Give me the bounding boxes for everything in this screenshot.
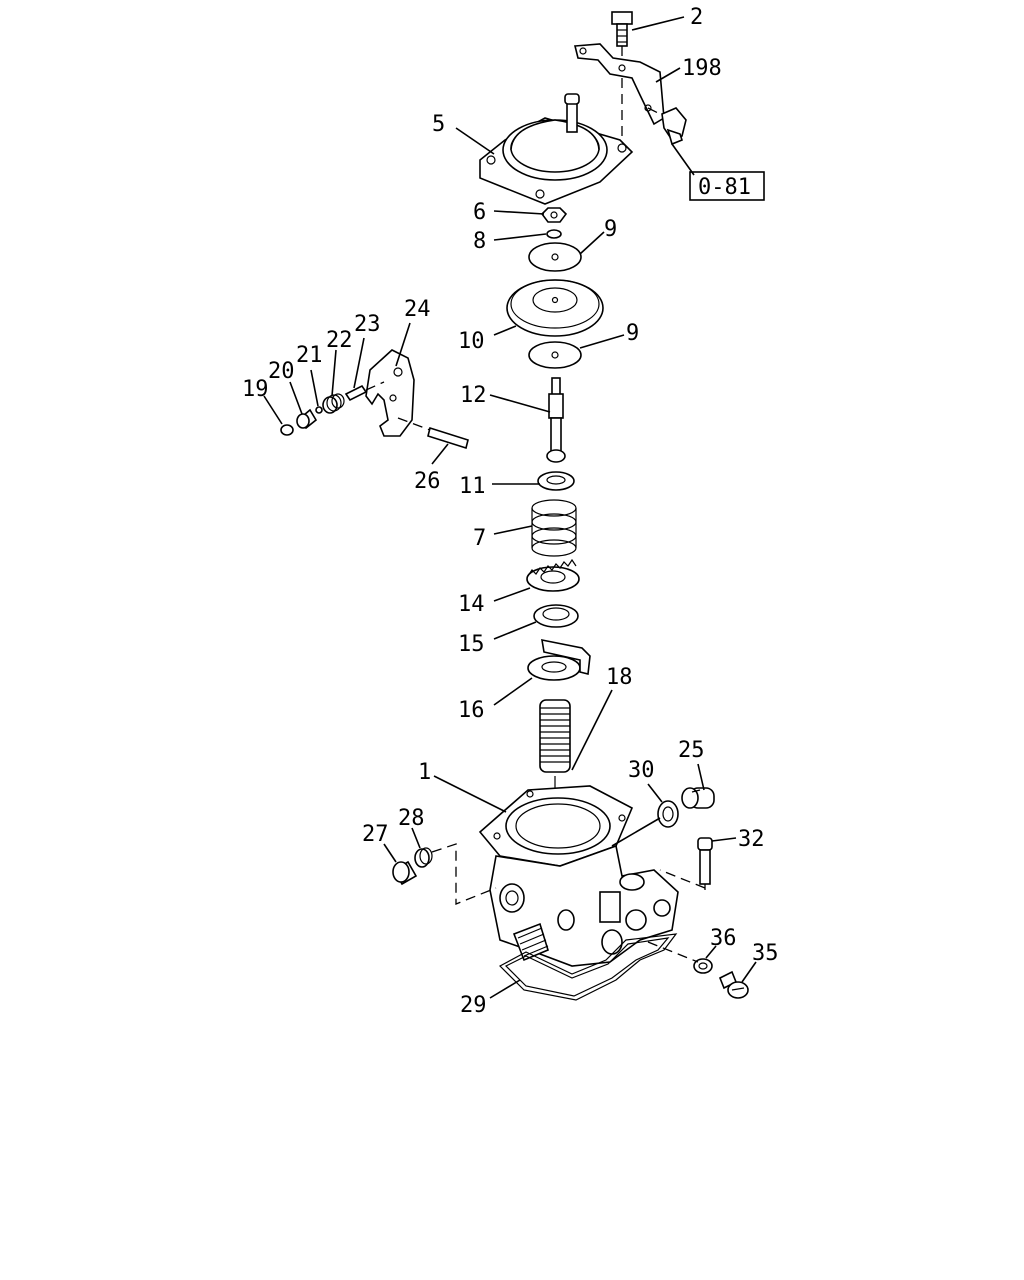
part-27-plug (392, 860, 418, 886)
part-18-bellows (539, 699, 571, 830)
part-11-ring (537, 471, 575, 491)
part-25-plug (681, 787, 715, 809)
callout-9b: 9 (626, 321, 639, 346)
part-29-gasket (499, 933, 678, 1001)
part-12-shaft (546, 377, 566, 463)
part-30-washer (657, 800, 679, 828)
part-9-plate-upper (528, 242, 582, 272)
callout-29: 29 (460, 993, 487, 1018)
part-15-bearing (533, 604, 579, 628)
callout-28: 28 (398, 806, 425, 831)
part-21-ball (315, 406, 323, 414)
callout-198: 198 (682, 56, 722, 81)
part-20-cap (296, 408, 318, 430)
callout-20: 20 (268, 359, 295, 384)
callout-23: 23 (354, 312, 381, 337)
callout-24: 24 (404, 297, 431, 322)
part-14-gear (526, 558, 580, 592)
leader-lines (263, 16, 757, 999)
callout-32: 32 (738, 827, 765, 852)
callout-26: 26 (414, 469, 441, 494)
callout-21: 21 (296, 343, 323, 368)
callout-8: 8 (473, 229, 486, 254)
part-36-washer (693, 958, 713, 974)
callout-12: 12 (460, 383, 487, 408)
part-1-housing (478, 785, 679, 967)
part-28-seal (414, 847, 433, 868)
callout-15: 15 (458, 632, 485, 657)
callout-5: 5 (432, 112, 445, 137)
callout-14: 14 (458, 592, 485, 617)
callout-2: 2 (690, 5, 703, 30)
part-6-nut (540, 207, 568, 223)
callout-1: 1 (418, 760, 431, 785)
part-8-washer (546, 229, 562, 239)
part-24-lever (365, 349, 415, 437)
callout-18: 18 (606, 665, 633, 690)
callout-6: 6 (473, 200, 486, 225)
callout-labels: 2 198 5 6 8 9 10 9 24 23 22 21 20 19 12 … (242, 5, 779, 1018)
part-2-bolt (611, 11, 633, 140)
part-23-plunger (344, 384, 368, 402)
part-5-diaphragm-cover (479, 93, 634, 205)
part-7-spring (531, 499, 577, 557)
reference-box-0-81[interactable]: 0-81 (689, 171, 765, 201)
callout-10: 10 (458, 329, 485, 354)
part-19-ring (280, 424, 294, 436)
callout-11: 11 (459, 474, 486, 499)
callout-27: 27 (362, 822, 389, 847)
callout-9a: 9 (604, 217, 617, 242)
part-35-screw (718, 970, 749, 999)
callout-36: 36 (710, 926, 737, 951)
part-26-pin (397, 417, 469, 450)
callout-22: 22 (326, 328, 353, 353)
callout-30: 30 (628, 758, 655, 783)
part-22-spring (322, 393, 345, 414)
part-10-diaphragm (506, 279, 604, 337)
callout-16: 16 (458, 698, 485, 723)
callout-7: 7 (473, 526, 486, 551)
callout-19: 19 (242, 377, 269, 402)
part-9-plate-lower (528, 341, 582, 369)
callout-35: 35 (752, 941, 779, 966)
callout-25: 25 (678, 738, 705, 763)
part-198-bracket (573, 43, 687, 146)
part-32-bolt (697, 837, 713, 890)
part-16-lever-washer (527, 638, 591, 681)
reference-box-label: 0-81 (698, 175, 751, 200)
